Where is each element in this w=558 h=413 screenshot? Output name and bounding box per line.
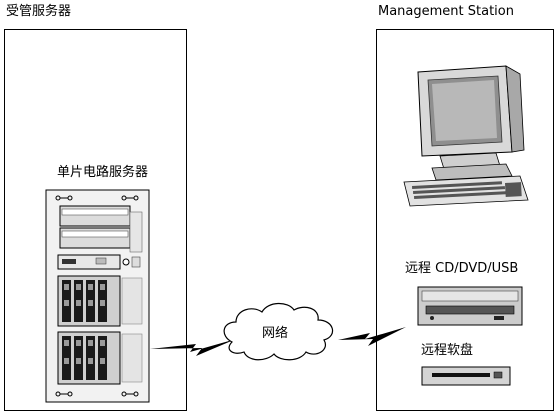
managed-server-title: 受管服务器 bbox=[6, 4, 72, 19]
remote-cd-dvd-usb-label: 远程 CD/DVD/USB bbox=[405, 261, 519, 276]
remote-floppy-label: 远程软盘 bbox=[421, 343, 474, 358]
network-cloud-icon bbox=[223, 302, 334, 361]
management-station-title: Management Station bbox=[378, 4, 514, 19]
computer-icon bbox=[403, 65, 529, 207]
monolithic-server-label: 单片电路服务器 bbox=[57, 165, 149, 180]
floppy-drive-icon bbox=[421, 366, 511, 386]
cd-dvd-drive-icon bbox=[417, 286, 523, 326]
tower-server-icon bbox=[45, 189, 150, 403]
network-label: 网络 bbox=[262, 326, 289, 341]
network-link-left-icon bbox=[150, 339, 236, 356]
network-link-right-icon bbox=[338, 327, 406, 346]
